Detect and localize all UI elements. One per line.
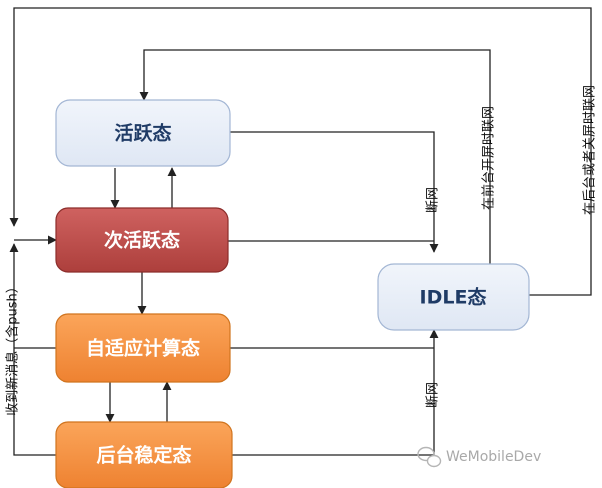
- node-active-label: 活跃态: [114, 122, 171, 145]
- node-active: 活跃态: [55, 99, 231, 167]
- node-stable: 后台稳定态: [55, 421, 233, 488]
- node-idle-label: IDLE态: [420, 286, 487, 309]
- edge-idle-to-secondary-outer: [9, 7, 592, 296]
- edge-idle-to-active: [139, 49, 491, 264]
- watermark-text: WeMobileDev: [446, 449, 541, 465]
- node-stable-label: 后台稳定态: [96, 444, 191, 467]
- edge-label-disconnect-upper: 断网: [426, 187, 441, 213]
- node-adaptive: 自适应计算态: [55, 313, 231, 383]
- edge-stable-disconnect: [232, 329, 439, 456]
- edge-label-receive-push: 收到新消息（含push）: [5, 280, 21, 416]
- edge-label-background-close: 在后台或者关屏时联网: [583, 85, 598, 215]
- wechat-icon: [417, 446, 442, 468]
- watermark: WeMobileDev: [417, 446, 541, 468]
- edge-active-disconnect: [230, 131, 439, 253]
- edge-label-foreground-open: 在前台开屏时联网: [481, 106, 497, 210]
- edge-label-disconnect-lower: 断网: [426, 382, 441, 408]
- node-secondary: 次活跃态: [55, 207, 229, 273]
- node-idle: IDLE态: [377, 263, 530, 331]
- node-adaptive-label: 自适应计算态: [86, 337, 200, 360]
- edge-stable-to-left-line: [9, 243, 56, 456]
- node-secondary-label: 次活跃态: [104, 229, 180, 252]
